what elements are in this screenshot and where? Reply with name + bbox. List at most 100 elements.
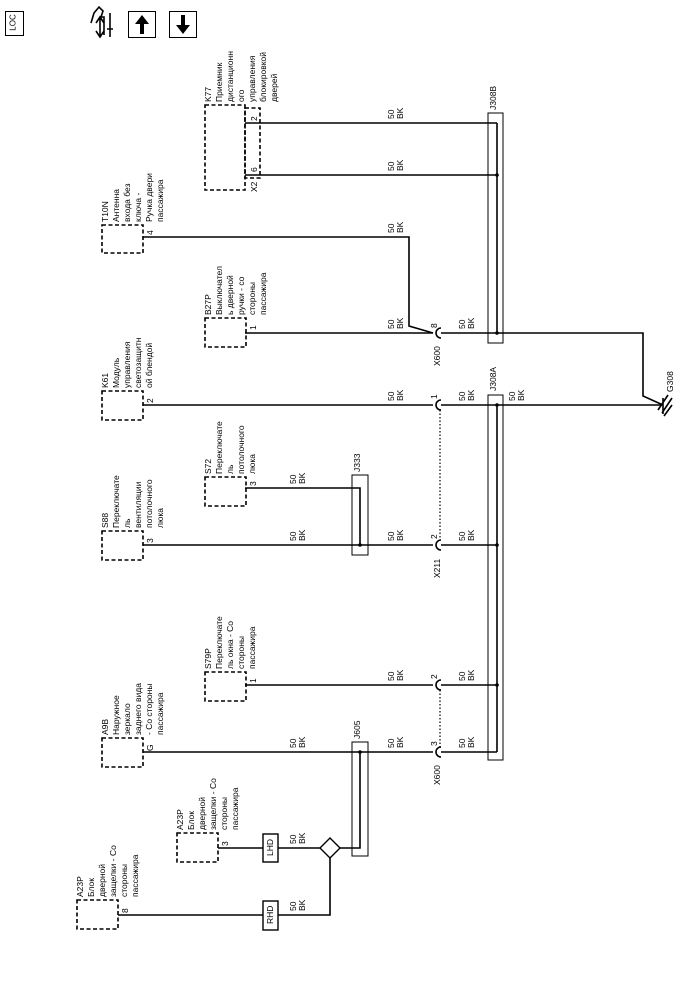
- component-name: - Со стороны: [144, 684, 154, 735]
- svg-text:50: 50: [457, 319, 467, 329]
- connector-x211-2: [435, 539, 442, 551]
- component-name: дверной: [197, 797, 207, 830]
- label-a9b: A9B Наружное зеркало заднего вида - Со с…: [100, 683, 165, 751]
- splices: [319, 112, 504, 859]
- component-id: K77: [203, 87, 213, 102]
- component-name: пассажира: [258, 272, 268, 315]
- arrow-up-icon: [135, 15, 149, 34]
- component-name: Антенна: [111, 189, 121, 222]
- component-name: блокировкой: [258, 52, 268, 102]
- page-up-button[interactable]: [128, 11, 156, 38]
- component-name: потолочного: [236, 425, 246, 474]
- component-s88-box: [101, 530, 144, 561]
- component-name: пассажира: [155, 692, 165, 735]
- label-b27p: B27P Выключател ь дверной ручки - со сто…: [203, 266, 268, 330]
- component-a9b-box: [101, 737, 144, 768]
- component-name: стороны: [236, 636, 246, 669]
- repair-tools-icon[interactable]: [86, 3, 120, 39]
- option-rhd-box: [262, 900, 279, 931]
- component-name: светозащитн: [133, 337, 143, 388]
- component-name: пассажира: [130, 854, 140, 897]
- connector-label: X600: [432, 346, 442, 366]
- component-id: S88: [100, 513, 110, 528]
- svg-text:BK: BK: [466, 317, 476, 329]
- component-k61-box: [101, 390, 144, 421]
- component-name: потолочного: [144, 479, 154, 528]
- svg-text:50: 50: [386, 738, 396, 748]
- component-id: B27P: [203, 294, 213, 315]
- pin-label: 3: [220, 841, 230, 846]
- svg-text:BK: BK: [395, 736, 405, 748]
- component-name: стороны: [119, 864, 129, 897]
- component-name: Ручка двери: [144, 173, 154, 222]
- component-name: ль: [225, 464, 235, 474]
- component-a23p-3-box: [176, 832, 219, 863]
- component-k77-box: [204, 104, 246, 191]
- label-s79p: S79P Переключате ль окна - Со стороны па…: [203, 616, 258, 683]
- component-name: Переключате: [214, 616, 224, 669]
- option-lhd-label: LHD: [265, 839, 275, 856]
- svg-text:50: 50: [386, 531, 396, 541]
- svg-text:BK: BK: [297, 899, 307, 911]
- svg-text:50: 50: [288, 474, 298, 484]
- pin-label: 3: [145, 538, 155, 543]
- component-name: Переключате: [111, 475, 121, 528]
- svg-text:50: 50: [457, 671, 467, 681]
- svg-text:50: 50: [457, 531, 467, 541]
- pin-label: 3: [429, 741, 439, 746]
- svg-text:50: 50: [288, 901, 298, 911]
- component-name: входа без: [122, 183, 132, 222]
- component-name: Блок: [186, 811, 196, 830]
- component-id: A9B: [100, 719, 110, 735]
- component-name: стороны: [219, 797, 229, 830]
- component-id: A23P: [75, 876, 85, 897]
- component-s79p-box: [204, 671, 247, 702]
- ground-g308-icon: [657, 394, 673, 417]
- component-name: ь дверной: [225, 275, 235, 315]
- svg-text:BK: BK: [466, 389, 476, 401]
- component-id: S79P: [203, 648, 213, 669]
- page-down-button[interactable]: [169, 11, 197, 38]
- svg-text:50: 50: [386, 391, 396, 401]
- component-name: Выключател: [214, 266, 224, 315]
- location-icon[interactable]: LOC: [5, 11, 24, 36]
- connector-x600-3: [435, 746, 442, 758]
- option-lhd-box: [262, 833, 279, 863]
- svg-text:BK: BK: [395, 317, 405, 329]
- svg-text:BK: BK: [297, 529, 307, 541]
- pin-label: 1: [248, 325, 258, 330]
- component-name: Переключате: [214, 421, 224, 474]
- component-name: ручки - со: [236, 276, 246, 315]
- pin-label: 2: [429, 534, 439, 539]
- svg-text:50: 50: [288, 738, 298, 748]
- svg-text:BK: BK: [297, 472, 307, 484]
- component-name: дверей: [269, 73, 279, 102]
- pin-label: 8: [429, 323, 439, 328]
- splice-label: J308B: [488, 86, 498, 110]
- svg-text:BK: BK: [516, 389, 526, 401]
- splice-label: J333: [352, 453, 362, 472]
- label-a23p-8: A23P Блок дверной защелки - Со стороны п…: [75, 845, 140, 913]
- connector-k61-1: [435, 399, 442, 411]
- component-name: зеркало: [122, 703, 132, 735]
- svg-text:50: 50: [386, 109, 396, 119]
- svg-text:50: 50: [386, 671, 396, 681]
- pin-label: 2: [249, 116, 259, 121]
- splice-diamond: [319, 837, 341, 859]
- svg-text:BK: BK: [297, 736, 307, 748]
- svg-text:BK: BK: [297, 832, 307, 844]
- splice-j308b: [487, 112, 504, 344]
- component-name: стороны: [247, 282, 257, 315]
- component-id: A23P: [175, 809, 185, 830]
- pin-label: G: [145, 744, 155, 751]
